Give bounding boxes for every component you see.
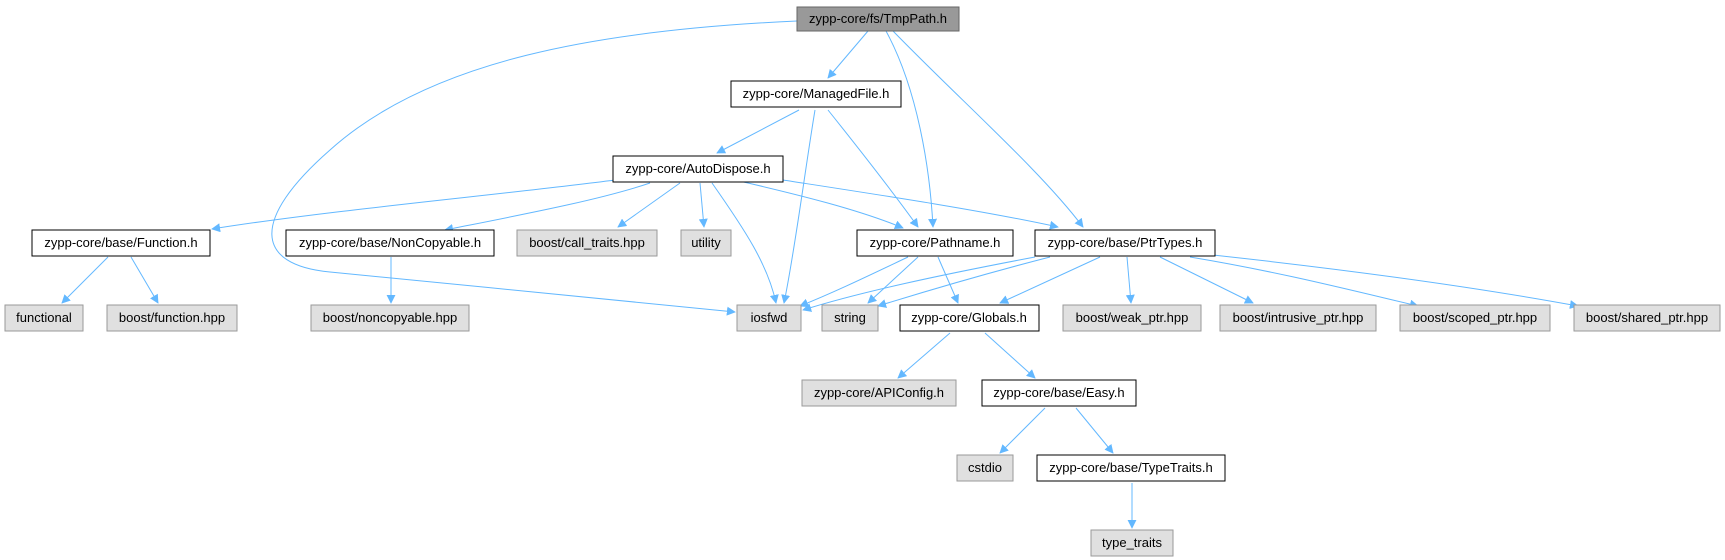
node-utility[interactable]: utility [680, 229, 732, 257]
node-autodispose[interactable]: zypp-core/AutoDispose.h [612, 155, 784, 183]
node-functional[interactable]: functional [4, 304, 84, 332]
edge-tmppath-managedfile [827, 30, 869, 79]
edge-autodispose-noncopyable [444, 182, 651, 233]
svg-text:functional: functional [16, 310, 72, 325]
edge-tmppath-iosfwd [271, 20, 798, 316]
node-intrusive-ptr[interactable]: boost/intrusive_ptr.hpp [1219, 304, 1377, 332]
node-managedfile[interactable]: zypp-core/ManagedFile.h [730, 80, 902, 108]
svg-text:zypp-core/base/Easy.h: zypp-core/base/Easy.h [993, 385, 1124, 400]
edge-autodispose-function [211, 179, 616, 233]
edge-managedfile-pathname [827, 109, 919, 228]
node-call-traits[interactable]: boost/call_traits.hpp [516, 229, 658, 257]
edge-tmppath-pathname [885, 30, 938, 228]
svg-text:zypp-core/Pathname.h: zypp-core/Pathname.h [870, 235, 1001, 250]
node-boost-function[interactable]: boost/function.hpp [106, 304, 238, 332]
edge-autodispose-pathname [734, 179, 904, 230]
node-weak-ptr[interactable]: boost/weak_ptr.hpp [1062, 304, 1202, 332]
node-apiconfig[interactable]: zypp-core/APIConfig.h [801, 379, 957, 407]
svg-text:boost/function.hpp: boost/function.hpp [119, 310, 225, 325]
edge-easy-typetraits [1075, 407, 1114, 454]
node-globals[interactable]: zypp-core/Globals.h [899, 304, 1040, 332]
edge-ptrtypes-globals [999, 256, 1101, 304]
node-tmppath[interactable]: zypp-core/fs/TmpPath.h [796, 6, 960, 32]
svg-text:zypp-core/base/NonCopyable.h: zypp-core/base/NonCopyable.h [299, 235, 481, 250]
svg-text:boost/intrusive_ptr.hpp: boost/intrusive_ptr.hpp [1233, 310, 1364, 325]
edge-pathname-globals [937, 256, 959, 304]
svg-text:zypp-core/base/Function.h: zypp-core/base/Function.h [44, 235, 197, 250]
node-ptrtypes[interactable]: zypp-core/base/PtrTypes.h [1034, 229, 1216, 257]
edge-function-functional [61, 256, 109, 304]
svg-text:boost/weak_ptr.hpp: boost/weak_ptr.hpp [1076, 310, 1189, 325]
edge-ptrtypes-string [877, 256, 1051, 308]
edge-autodispose-calltraits [617, 182, 681, 228]
svg-text:zypp-core/fs/TmpPath.h: zypp-core/fs/TmpPath.h [809, 11, 947, 26]
edge-easy-cstdio [999, 407, 1046, 454]
edge-ptrtypes-sharedptr [1212, 254, 1579, 309]
svg-text:zypp-core/AutoDispose.h: zypp-core/AutoDispose.h [625, 161, 770, 176]
edge-ptrtypes-weakptr [1125, 256, 1135, 304]
svg-text:iosfwd: iosfwd [751, 310, 788, 325]
node-scoped-ptr[interactable]: boost/scoped_ptr.hpp [1399, 304, 1551, 332]
node-cstdio[interactable]: cstdio [956, 454, 1014, 482]
svg-text:boost/scoped_ptr.hpp: boost/scoped_ptr.hpp [1413, 310, 1537, 325]
svg-text:zypp-core/Globals.h: zypp-core/Globals.h [911, 310, 1027, 325]
svg-text:zypp-core/APIConfig.h: zypp-core/APIConfig.h [814, 385, 944, 400]
node-shared-ptr[interactable]: boost/shared_ptr.hpp [1573, 304, 1721, 332]
edge-pathname-string [867, 256, 919, 304]
svg-text:zypp-core/ManagedFile.h: zypp-core/ManagedFile.h [743, 86, 890, 101]
svg-text:type_traits: type_traits [1102, 535, 1162, 550]
node-type-traits[interactable]: type_traits [1090, 529, 1174, 557]
node-iosfwd[interactable]: iosfwd [736, 304, 802, 332]
edge-function-boostfunction [130, 256, 159, 304]
svg-text:zypp-core/base/TypeTraits.h: zypp-core/base/TypeTraits.h [1049, 460, 1213, 475]
svg-text:zypp-core/base/PtrTypes.h: zypp-core/base/PtrTypes.h [1048, 235, 1203, 250]
edge-autodispose-ptrtypes [782, 179, 1059, 230]
svg-text:boost/call_traits.hpp: boost/call_traits.hpp [529, 235, 645, 250]
node-typetraits[interactable]: zypp-core/base/TypeTraits.h [1036, 454, 1226, 482]
edge-ptrtypes-scopedptr [1189, 256, 1419, 309]
edge-ptrtypes-iosfwd [802, 256, 1036, 312]
edge-pathname-iosfwd [799, 256, 909, 308]
svg-text:string: string [834, 310, 866, 325]
edge-ptrtypes-intrusiveptr [1159, 256, 1254, 304]
svg-text:boost/noncopyable.hpp: boost/noncopyable.hpp [323, 310, 457, 325]
svg-text:utility: utility [691, 235, 721, 250]
node-easy[interactable]: zypp-core/base/Easy.h [981, 379, 1137, 407]
node-boost-noncopyable[interactable]: boost/noncopyable.hpp [310, 304, 470, 332]
dependency-edges [61, 20, 1579, 529]
edge-managedfile-iosfwd [781, 109, 816, 304]
edge-autodispose-iosfwd [711, 182, 779, 304]
node-string[interactable]: string [821, 304, 879, 332]
node-noncopyable-h[interactable]: zypp-core/base/NonCopyable.h [285, 229, 495, 257]
edge-globals-easy [984, 332, 1036, 379]
dependency-nodes: zypp-core/fs/TmpPath.h zypp-core/Managed… [4, 6, 1721, 557]
svg-text:boost/shared_ptr.hpp: boost/shared_ptr.hpp [1586, 310, 1708, 325]
node-pathname[interactable]: zypp-core/Pathname.h [856, 229, 1014, 257]
edge-autodispose-utility [698, 182, 708, 228]
edge-globals-apiconfig [897, 332, 951, 379]
node-function-h[interactable]: zypp-core/base/Function.h [31, 229, 211, 257]
svg-text:cstdio: cstdio [968, 460, 1002, 475]
edge-tmppath-ptrtypes [892, 30, 1084, 228]
edge-managedfile-autodispose [716, 109, 800, 154]
